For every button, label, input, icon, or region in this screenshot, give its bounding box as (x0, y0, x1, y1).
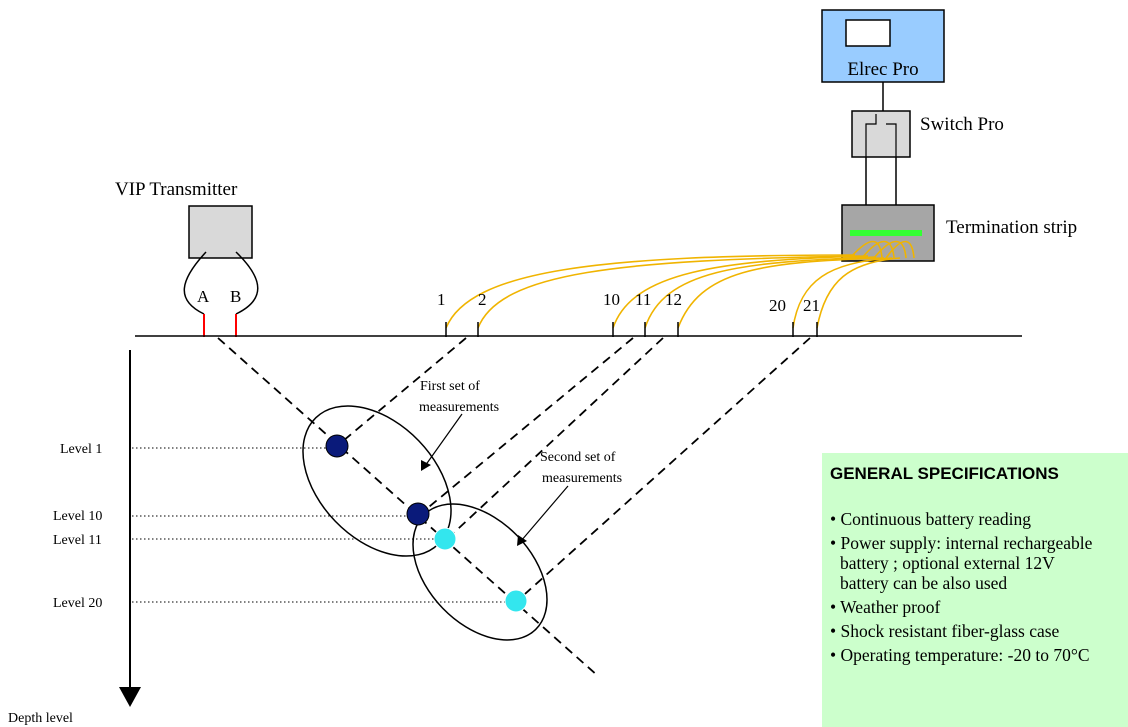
measurement-point-level-1 (325, 434, 349, 458)
depth-axis-label: Depth level (8, 711, 73, 726)
electrode-label-12: 12 (665, 290, 682, 309)
first-set-pointer (424, 413, 463, 467)
termination-label: Termination strip (946, 217, 1077, 238)
electrode-label-10: 10 (603, 290, 620, 309)
elrec-pro-device: Elrec Pro (821, 9, 945, 83)
electrode-label-20: 20 (769, 296, 786, 315)
first-set-pointer-head (421, 460, 431, 471)
second-set-pointer (520, 485, 569, 542)
depth-axis: Depth level (8, 350, 141, 726)
general-specifications-panel: GENERAL SPECIFICATIONS • Continuous batt… (822, 453, 1128, 727)
measurement-point-level-20 (504, 589, 528, 613)
transmitter-label: VIP Transmitter (115, 179, 238, 200)
spec-line: battery can be also used (840, 573, 1008, 593)
electrode-b-label: B (230, 287, 241, 306)
first-set-label-line2: measurements (419, 400, 499, 415)
second-set-pointer-head (517, 535, 527, 546)
elrec-label: Elrec Pro (847, 59, 918, 80)
electrode-cables (445, 240, 915, 329)
switch-label: Switch Pro (920, 114, 1004, 135)
spec-line: • Shock resistant fiber-glass case (830, 621, 1060, 641)
electrode-a-label: A (197, 287, 210, 306)
spec-item: • Power supply: internal rechargeable ba… (830, 533, 1128, 593)
spec-item: • Shock resistant fiber-glass case (830, 621, 1128, 641)
spec-title: GENERAL SPECIFICATIONS (822, 453, 1128, 495)
transmitter-wire-a (183, 251, 207, 315)
spec-item: • Operating temperature: -20 to 70°C (830, 645, 1128, 665)
spec-line: • Continuous battery reading (830, 509, 1032, 529)
termination-strip: Termination strip (841, 204, 1077, 262)
spec-item: • Continuous battery reading (830, 509, 1128, 529)
spec-list: • Continuous battery reading • Power sup… (822, 495, 1128, 727)
second-set-label-line2: measurements (542, 471, 622, 486)
level-label-11: Level 11 (53, 533, 102, 548)
level-label-1: Level 1 (60, 442, 102, 457)
level-label-20: Level 20 (53, 596, 102, 611)
first-set-label-line1: First set of (420, 379, 480, 394)
second-set-label-line1: Second set of (540, 450, 616, 465)
elrec-screen (845, 19, 891, 47)
spec-item: • Weather proof (830, 597, 1128, 617)
measurement-point-level-11 (433, 527, 457, 551)
pseudo-section-lines (217, 337, 811, 677)
measurement-point-level-10 (406, 502, 430, 526)
strip-connector-bar (850, 230, 922, 236)
electrode-label-21: 21 (803, 296, 820, 315)
spec-line: battery ; optional external 12V (840, 553, 1055, 573)
spec-line: • Weather proof (830, 597, 941, 617)
spec-line: • Power supply: internal rechargeable (830, 533, 1093, 553)
level-label-10: Level 10 (53, 509, 102, 524)
receiver-electrodes (445, 322, 818, 337)
electrode-label-1: 1 (437, 290, 446, 309)
electrode-label-11: 11 (635, 290, 651, 309)
transmitter-wire-b (235, 251, 259, 315)
level-guides (132, 447, 516, 603)
spec-line: • Operating temperature: -20 to 70°C (830, 645, 1090, 665)
depth-arrow-head (119, 687, 141, 707)
switch-pro-device: Switch Pro (851, 110, 1004, 158)
electrode-label-2: 2 (478, 290, 487, 309)
vip-transmitter: VIP Transmitter A B (115, 179, 259, 337)
